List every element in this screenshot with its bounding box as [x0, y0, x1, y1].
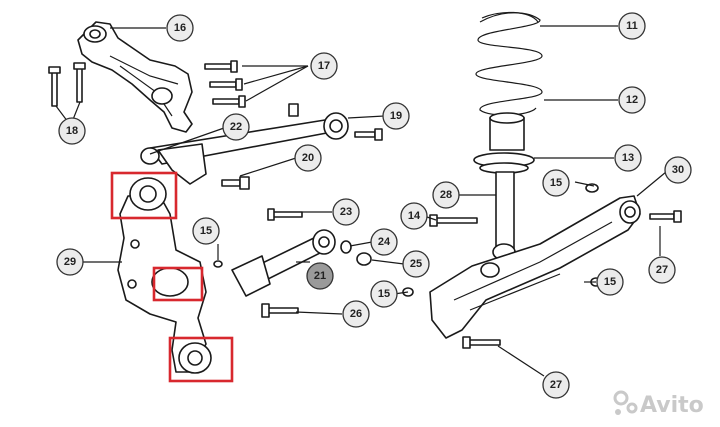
callout-number: 20 [302, 152, 314, 164]
callout-27: 27 [648, 256, 676, 284]
watermark-text: Avito [640, 393, 704, 418]
callout-layer: 16 17 18 22 19 20 11 12 13 15 28 30 14 23 24 25 21 15 15 26… [56, 12, 692, 399]
callout-14: 14 [400, 202, 428, 230]
upper-arm-part [77, 21, 193, 133]
callout-circle [402, 250, 430, 278]
callout-24: 24 [370, 228, 398, 256]
highlight-upper-bushing[interactable] [110, 171, 178, 220]
stud-pair-18 [48, 62, 86, 107]
callout-circle [382, 102, 410, 130]
callout-number: 15 [378, 288, 390, 300]
callout-number: 12 [626, 94, 638, 106]
callout-number: 30 [672, 164, 684, 176]
callout-circle [58, 117, 86, 145]
callout-circle [166, 14, 194, 42]
callout-12: 12 [618, 86, 646, 114]
callout-number: 27 [550, 379, 562, 391]
lateral-link-part [140, 103, 383, 190]
callout-circle [618, 86, 646, 114]
callout-number: 17 [318, 60, 330, 72]
callout-circle [542, 371, 570, 399]
callout-circle [294, 144, 322, 172]
callout-19: 19 [382, 102, 410, 130]
callout-circle [370, 280, 398, 308]
callout-circle [614, 144, 642, 172]
callout-circle [648, 256, 676, 284]
callout-26: 26 [342, 300, 370, 328]
callout-number: 25 [410, 258, 422, 270]
callout-circle [332, 198, 360, 226]
highlight-middle-bushing[interactable] [152, 266, 204, 302]
callout-circle [664, 156, 692, 184]
callout-number: 26 [350, 308, 362, 320]
highlight-boxes [110, 171, 234, 383]
callout-15: 15 [192, 217, 220, 245]
callout-number: 13 [622, 152, 634, 164]
callout-11: 11 [618, 12, 646, 40]
callout-number: 19 [390, 110, 402, 122]
callout-circle [370, 228, 398, 256]
callout-circle [596, 268, 624, 296]
callout-number: 21 [314, 270, 326, 282]
callout-number: 24 [378, 236, 391, 248]
callout-28: 28 [432, 181, 460, 209]
callout-21: 21 [306, 262, 334, 290]
lower-arm-part [429, 183, 682, 349]
callout-16: 16 [166, 14, 194, 42]
callout-17: 17 [310, 52, 338, 80]
callout-circle [400, 202, 428, 230]
callout-circle [432, 181, 460, 209]
callout-20: 20 [294, 144, 322, 172]
callout-23: 23 [332, 198, 360, 226]
callout-number: 23 [340, 206, 352, 218]
callout-number: 28 [440, 189, 452, 201]
callout-13: 13 [614, 144, 642, 172]
callout-circle [542, 169, 570, 197]
leader-lines [55, 25, 667, 377]
callout-circle [222, 113, 250, 141]
highlight-lower-bushing[interactable] [168, 336, 234, 383]
callout-15: 15 [596, 268, 624, 296]
callout-circle [310, 52, 338, 80]
bolt-set-17 [204, 60, 246, 108]
callout-18: 18 [58, 117, 86, 145]
callout-22: 22 [222, 113, 250, 141]
callout-number: 11 [626, 20, 638, 32]
knuckle-part [117, 177, 212, 374]
callout-circle [342, 300, 370, 328]
watermark-logo: Avito [613, 390, 704, 418]
spring-shock-part [473, 11, 543, 261]
callout-15: 15 [370, 280, 398, 308]
callout-number: 16 [174, 22, 186, 34]
callout-29: 29 [56, 248, 84, 276]
callout-number: 15 [604, 276, 616, 288]
toe-link-part [213, 208, 414, 318]
callout-15: 15 [542, 169, 570, 197]
callout-circle [192, 217, 220, 245]
callout-number: 29 [64, 256, 76, 268]
callout-number: 15 [200, 225, 212, 237]
callout-30: 30 [664, 156, 692, 184]
callout-number: 18 [66, 125, 78, 137]
callout-circle [56, 248, 84, 276]
callout-number: 14 [408, 210, 421, 222]
callout-number: 27 [656, 264, 668, 276]
callout-number: 22 [230, 121, 242, 133]
callout-circle [306, 262, 334, 290]
callout-25: 25 [402, 250, 430, 278]
callout-27: 27 [542, 371, 570, 399]
callout-number: 15 [550, 177, 562, 189]
callout-circle [618, 12, 646, 40]
